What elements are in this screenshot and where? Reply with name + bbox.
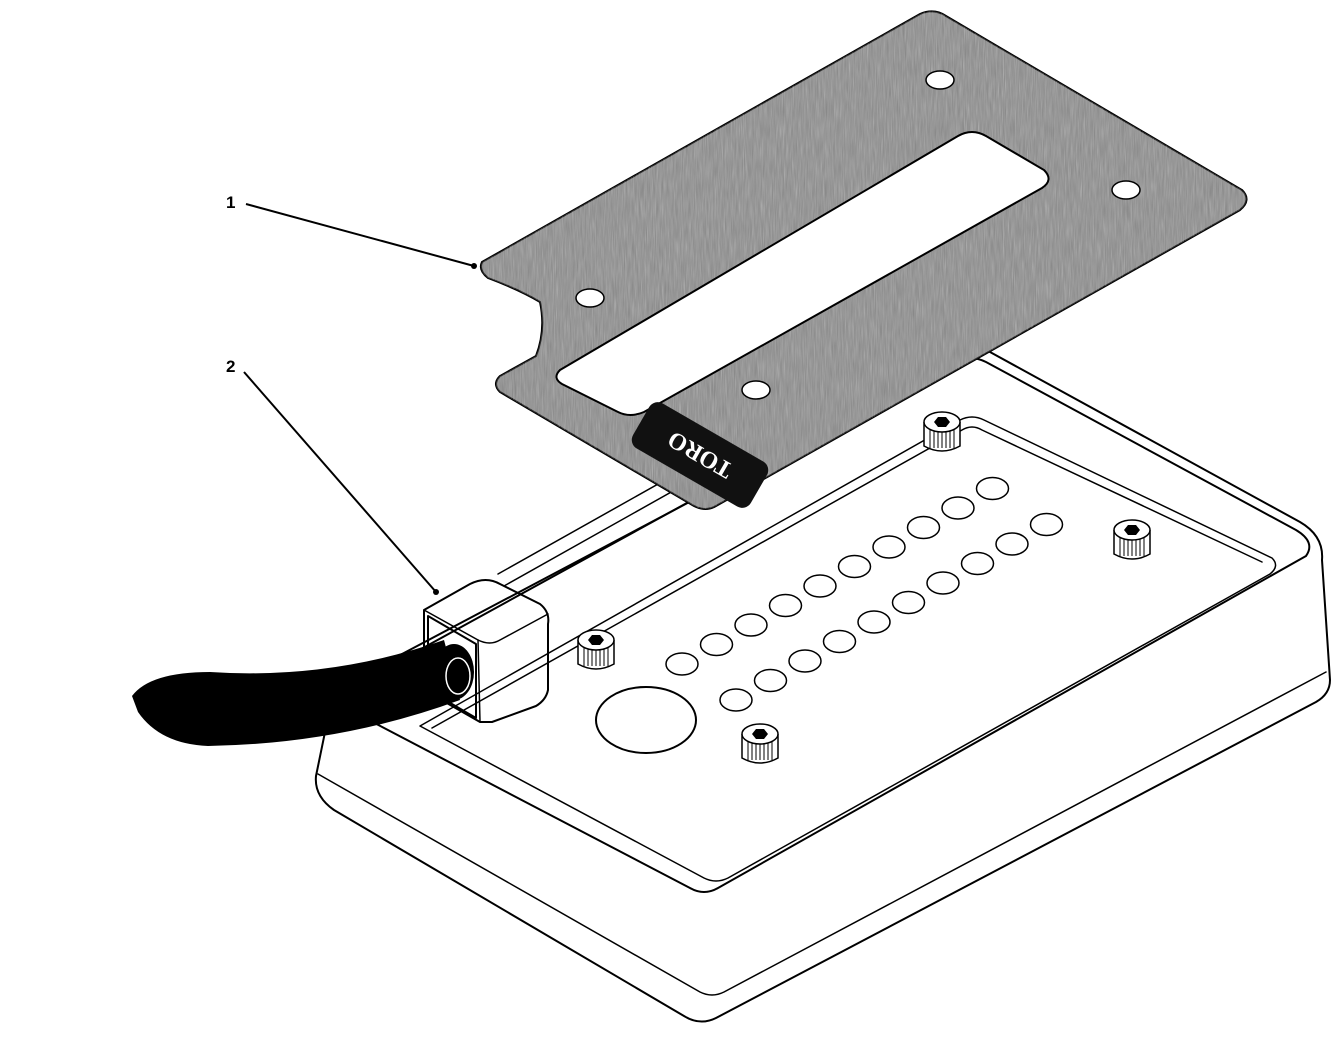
station-led-hole [975,476,1010,501]
station-led-hole [891,590,926,615]
mounting-screws [577,411,1151,764]
station-led-hole [719,688,753,712]
screw-hex-socket [934,417,950,427]
station-led-hole [699,632,734,657]
logo-tab-plate [631,402,769,508]
leader-dot-1 [471,263,477,269]
housing-bottom-edge [317,671,1327,996]
callout-1: 1 [226,193,235,212]
station-led-hole [753,668,788,693]
station-led-hole [960,551,995,576]
gasket-hole [575,288,605,308]
station-led-hole [926,571,960,595]
screw-hex-socket [752,729,768,739]
leader-dot-2 [433,589,439,595]
station-led-hole [734,613,768,637]
station-led-hole [872,535,906,559]
gasket-window [555,131,1050,416]
station-led-hole [906,515,941,540]
gasket-hole [1111,180,1141,200]
station-led-hole [803,574,837,598]
gasket-hole [925,70,955,90]
screw [741,723,779,764]
station-led-hole [941,496,975,520]
leader-line-2 [243,371,437,593]
gasket-hole [741,380,771,400]
housing-inner-panel [419,416,1277,882]
station-indicator-holes [665,476,1064,712]
cable-grommet-inner [445,657,471,695]
screw [1113,519,1151,560]
station-led-hole [665,652,699,676]
strain-relief [423,579,550,723]
cable [132,640,460,746]
screw [923,411,961,452]
rotary-knob-hole [595,686,697,754]
housing-inner-lip [431,426,1263,729]
screw [577,629,615,670]
cable-assembly [132,579,550,746]
station-led-hole [1029,512,1064,537]
station-led-hole [822,629,857,654]
station-led-hole [837,554,872,579]
leader-line-1 [245,203,475,267]
callout-2: 2 [226,357,235,376]
strain-relief-face [427,615,477,719]
station-led-hole [788,649,822,673]
screw-hex-socket [1124,525,1140,535]
station-led-hole [768,593,803,618]
station-led-hole [857,610,891,634]
screw-hex-socket [588,635,604,645]
callouts: 1 2 [226,193,477,595]
strain-relief-corner [477,639,481,723]
gasket: TORO [479,10,1248,510]
station-led-hole [995,532,1029,556]
